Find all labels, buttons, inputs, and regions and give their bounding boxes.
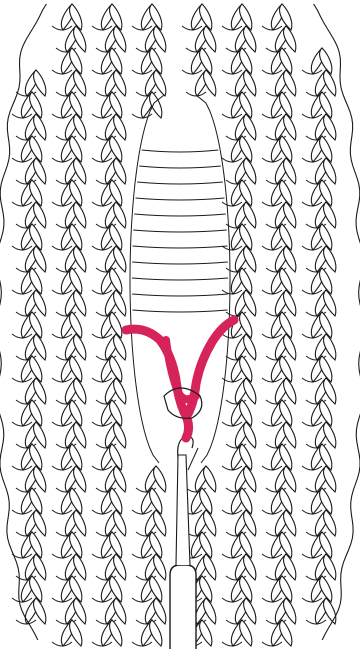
ladder-rung [132,294,228,296]
hook-shaft [176,455,190,565]
ladder-rung [142,150,218,152]
hook-handle [170,565,196,649]
ladder-rung [139,166,221,168]
ladder-rung [136,198,225,200]
hook-latch [188,448,198,470]
ladder-rung [133,246,228,248]
ladder-rung [132,310,227,312]
ladder-rung [134,214,226,216]
ladder-rung [133,230,226,232]
ladder-rung [132,262,228,264]
ladder-rung [137,182,223,184]
ladder-rung [132,278,228,280]
